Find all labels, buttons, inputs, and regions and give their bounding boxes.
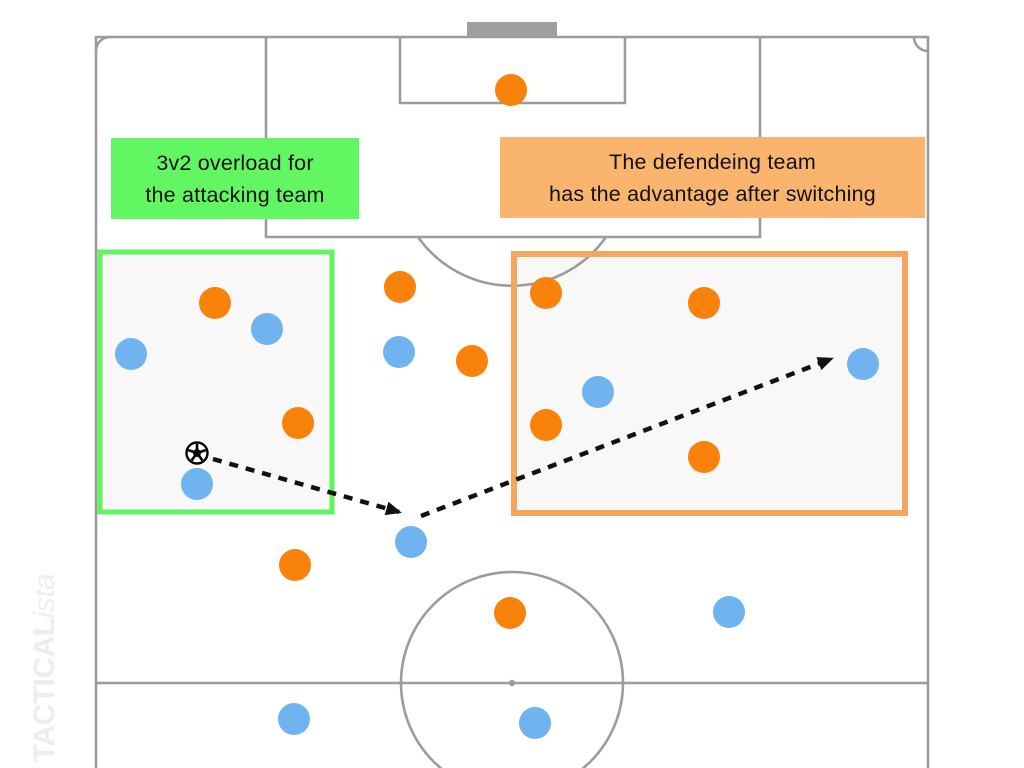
- center-circle: [399, 570, 625, 768]
- label-line: 3v2 overload for: [156, 150, 314, 175]
- player-marker-orange[interactable]: [688, 441, 720, 473]
- label-line: has the advantage after switching: [549, 181, 876, 206]
- player-marker-orange[interactable]: [282, 407, 314, 439]
- label-attacking-overload[interactable]: 3v2 overload for the attacking team: [111, 138, 359, 219]
- player-marker-orange[interactable]: [199, 287, 231, 319]
- player-marker-blue[interactable]: [383, 336, 415, 368]
- pass-arrow-2[interactable]: [420, 356, 834, 519]
- label-defending-advantage[interactable]: The defendeing team has the advantage af…: [500, 137, 925, 218]
- player-marker-orange[interactable]: [494, 597, 526, 629]
- goal: [467, 22, 557, 37]
- soccer-ball-icon[interactable]: [185, 441, 209, 465]
- player-marker-blue[interactable]: [395, 526, 427, 558]
- player-marker-blue[interactable]: [582, 376, 614, 408]
- watermark-italic: ista: [28, 573, 61, 619]
- player-marker-blue[interactable]: [278, 703, 310, 735]
- label-line: The defendeing team: [608, 149, 816, 174]
- player-marker-orange[interactable]: [456, 345, 488, 377]
- player-marker-orange[interactable]: [530, 409, 562, 441]
- corner-arc-right: [912, 36, 929, 53]
- center-mark: [508, 679, 516, 687]
- player-marker-orange[interactable]: [384, 271, 416, 303]
- player-marker-blue[interactable]: [115, 338, 147, 370]
- player-marker-blue[interactable]: [847, 348, 879, 380]
- watermark-bold: TACTICAL: [28, 618, 61, 763]
- player-marker-blue[interactable]: [251, 313, 283, 345]
- player-marker-orange[interactable]: [279, 549, 311, 581]
- player-marker-blue[interactable]: [519, 707, 551, 739]
- player-marker-orange[interactable]: [688, 287, 720, 319]
- player-marker-orange[interactable]: [530, 277, 562, 309]
- watermark-logo: TACTICALista: [28, 574, 62, 762]
- player-marker-blue[interactable]: [181, 468, 213, 500]
- label-line: the attacking team: [145, 182, 325, 207]
- player-marker-orange[interactable]: [495, 74, 527, 106]
- corner-arc-left: [94, 35, 111, 52]
- player-marker-blue[interactable]: [713, 596, 745, 628]
- pass-arrow-1[interactable]: [212, 456, 402, 516]
